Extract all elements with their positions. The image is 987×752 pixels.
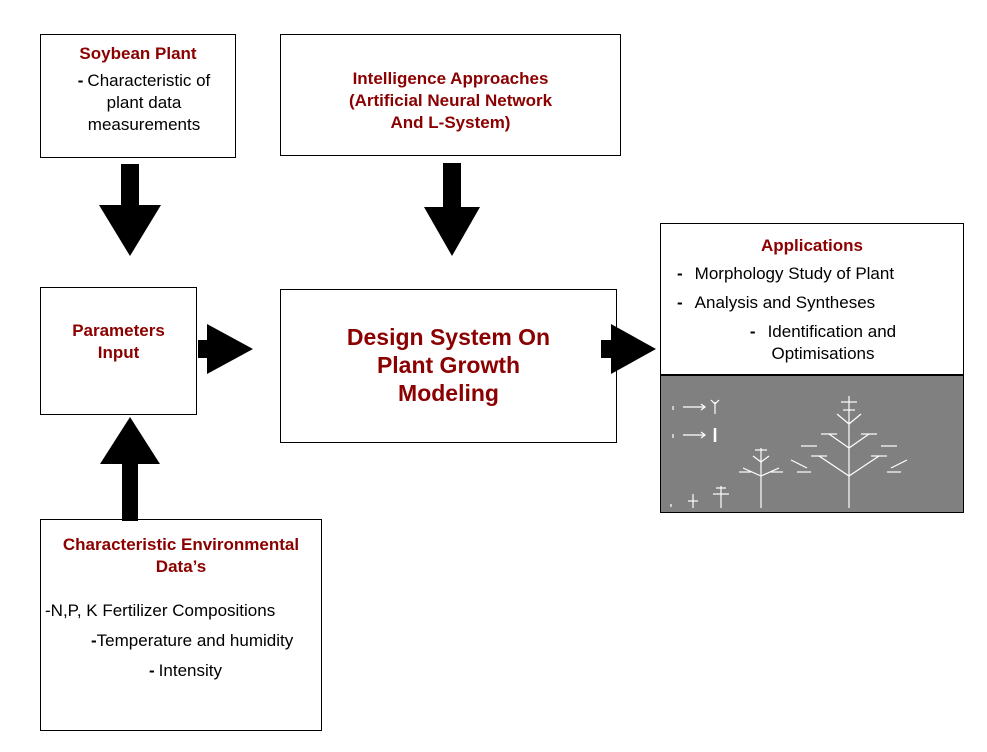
environment-item: -Intensity: [41, 660, 321, 682]
environment-item-text: N,P, K Fertilizer Compositions: [50, 601, 276, 620]
intelligence-line-2: (Artificial Neural Network: [348, 91, 553, 110]
environment-item-text: Intensity: [158, 661, 222, 680]
arrow-intelligence-to-design: [424, 163, 480, 256]
intelligence-approaches-title: Intelligence Approaches (Artificial Neur…: [281, 68, 620, 134]
parameters-line-1: Parameters: [72, 321, 165, 340]
applications-item-text: Analysis and Syntheses: [694, 293, 876, 312]
environment-item: -Temperature and humidity: [41, 630, 321, 652]
parameters-input-title: Parameters Input: [41, 320, 196, 364]
arrow-soybean-to-parameters: [99, 164, 161, 256]
plant-small: [739, 448, 783, 508]
soybean-plant-title: Soybean Plant: [79, 44, 197, 63]
environmental-data-title: Characteristic Environmental Data’s: [41, 534, 321, 578]
dash: -: [91, 631, 97, 650]
applications-title: Applications: [760, 236, 863, 255]
environment-item: -N,P, K Fertilizer Compositions: [41, 600, 321, 622]
arrow-parameters-to-design: [198, 324, 253, 374]
dash: -: [677, 293, 683, 312]
intelligence-line-1: Intelligence Approaches: [352, 69, 549, 88]
applications-box: Applications -Morphology Study of Plant …: [660, 223, 964, 375]
environment-line-2: Data’s: [155, 557, 207, 576]
dash: -: [149, 661, 155, 680]
dash: -: [677, 264, 683, 283]
soybean-plant-box: Soybean Plant -Characteristic of plant d…: [40, 34, 236, 158]
design-line-2: Plant Growth: [376, 352, 521, 378]
design-line-3: Modeling: [398, 380, 499, 406]
plant-large: [790, 396, 908, 508]
design-system-title: Design System On Plant Growth Modeling: [281, 323, 616, 407]
l-system-plant-image: [660, 375, 964, 513]
dash: -: [749, 322, 756, 341]
applications-item: -Identification and Optimisations: [661, 321, 933, 365]
soybean-plant-body: -Characteristic of plant data measuremen…: [41, 64, 235, 136]
soybean-line-3: measurements: [87, 115, 201, 134]
applications-item: -Morphology Study of Plant: [661, 263, 963, 285]
parameters-input-box: Parameters Input: [40, 287, 197, 415]
design-line-1: Design System On: [346, 324, 551, 350]
dash: -: [45, 601, 51, 620]
soybean-line-2: plant data: [106, 93, 182, 112]
intelligence-line-3: And L-System): [390, 113, 511, 132]
applications-item-text-2: Optimisations: [771, 344, 875, 363]
environment-line-1: Characteristic Environmental: [62, 535, 300, 554]
parameters-line-2: Input: [97, 343, 140, 362]
environment-item-text: Temperature and humidity: [96, 631, 294, 650]
arrow-design-to-applications: [601, 324, 656, 374]
plant-illustration: [670, 396, 908, 508]
applications-item-text: Morphology Study of Plant: [694, 264, 895, 283]
arrow-environment-to-parameters: [100, 417, 160, 521]
applications-item-text: Identification and: [767, 322, 897, 341]
applications-item: -Analysis and Syntheses: [661, 292, 963, 314]
dash: -: [77, 71, 84, 90]
design-system-box: Design System On Plant Growth Modeling: [280, 289, 617, 443]
soybean-line-1: Characteristic of: [87, 71, 211, 90]
environmental-data-box: Characteristic Environmental Data’s -N,P…: [40, 519, 322, 731]
intelligence-approaches-box: Intelligence Approaches (Artificial Neur…: [280, 34, 621, 156]
